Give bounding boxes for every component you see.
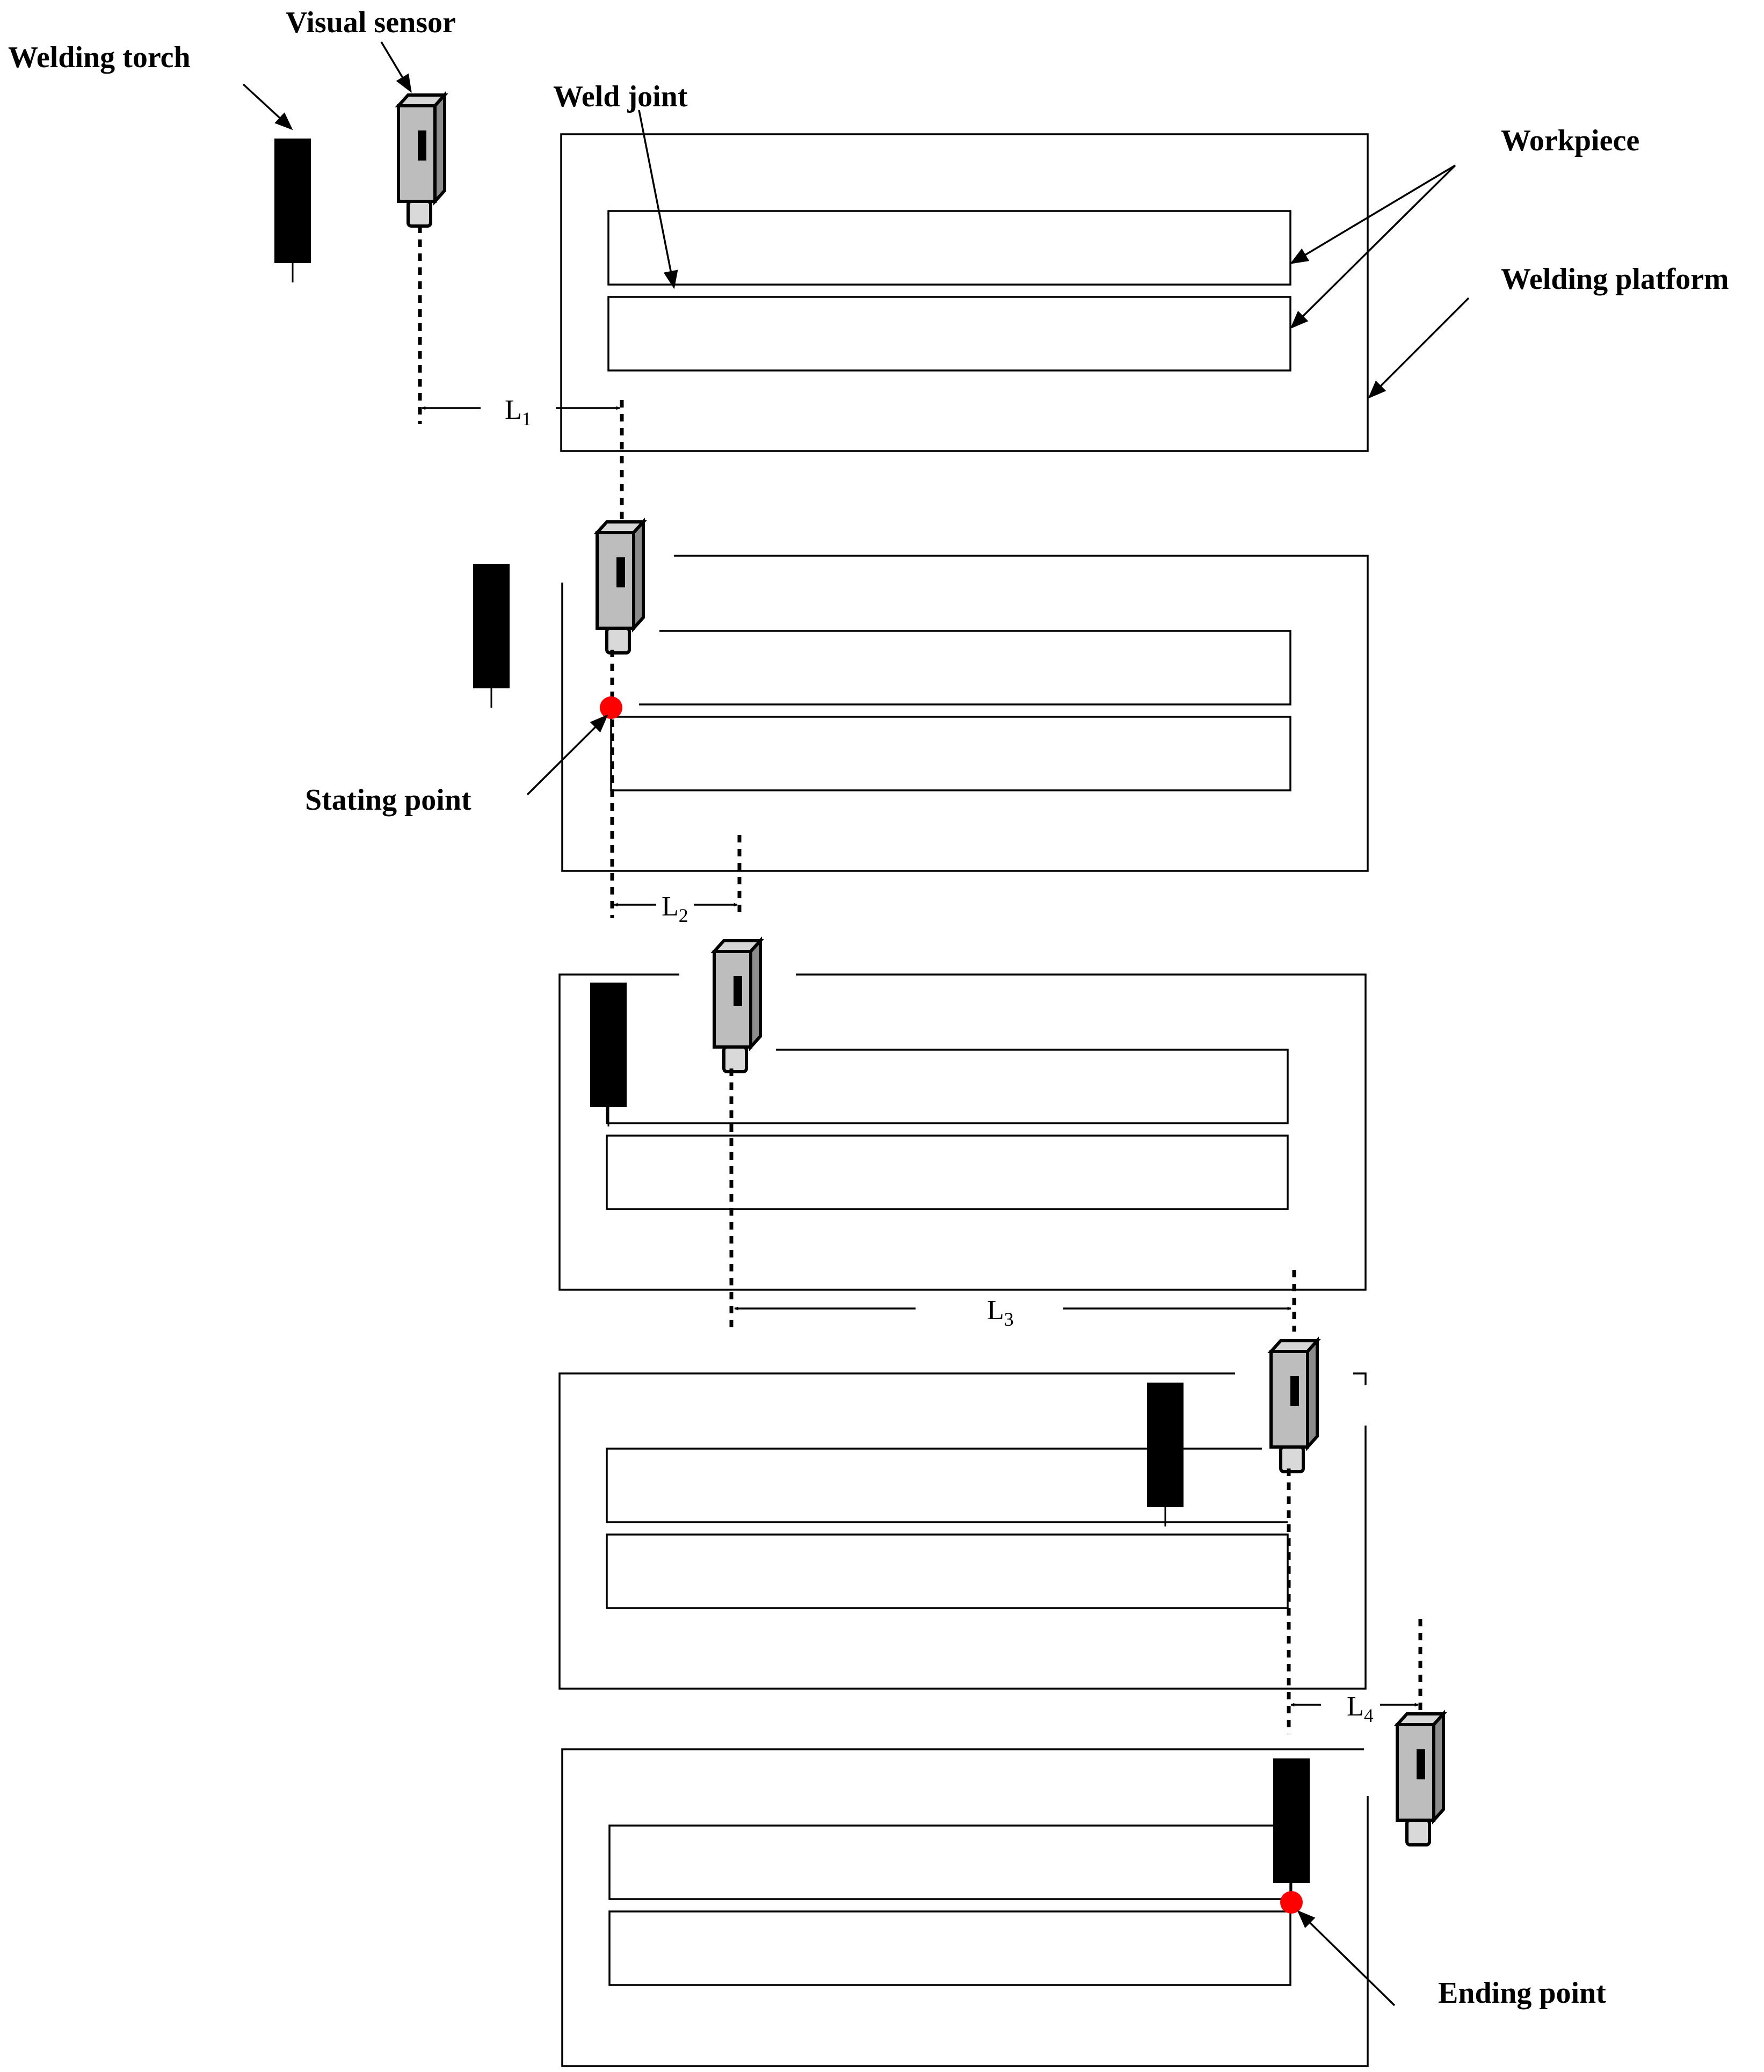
workpiece-label: Workpiece (1501, 124, 1639, 157)
welding-platform-5 (561, 1748, 1369, 2067)
workpiece-leader-arrow-b (1290, 164, 1456, 329)
l1-letter: L (505, 395, 522, 425)
dimension-l3: L3 (734, 1295, 1291, 1330)
torch-leader-arrow (242, 83, 293, 130)
workpiece-2a (639, 630, 1291, 706)
workpiece-4a (606, 1448, 1288, 1523)
svg-text:L2: L2 (662, 891, 688, 926)
visual-sensor-icon (597, 522, 643, 653)
svg-text:L1: L1 (505, 395, 532, 430)
l4-letter: L (1347, 1691, 1364, 1722)
weld-joint-leader-arrow (638, 110, 678, 289)
stage-4 (558, 1341, 1422, 1734)
weld-joint-label: Weld joint (553, 80, 688, 113)
welding-platform-4 (558, 1372, 1367, 1690)
workpiece-5a (608, 1824, 1291, 1900)
welding-torch-label: Welding torch (8, 41, 191, 74)
workpiece-5b (608, 1910, 1291, 1986)
welding-torch-icon (589, 982, 628, 1128)
platform-leader-arrow (1368, 297, 1470, 399)
starting-point-marker (600, 696, 622, 719)
sensor-leader-arrow (380, 41, 412, 93)
workpiece-leader-arrow-a (1290, 164, 1456, 264)
ending-point-label: Ending point (1438, 1976, 1606, 2010)
l2-subscript: 2 (679, 905, 688, 926)
l1-subscript: 1 (522, 408, 532, 430)
stage-1 (273, 95, 1369, 524)
dimension-l1: L1 (422, 395, 620, 430)
welding-torch-icon (1272, 1757, 1311, 1903)
visual-sensor-icon (1397, 1714, 1443, 1845)
visual-sensor-icon (714, 941, 760, 1072)
l3-letter: L (987, 1295, 1004, 1326)
stage-3 (558, 941, 1367, 1332)
dimension-l2: L2 (614, 891, 738, 926)
welding-torch-icon (1146, 1382, 1185, 1528)
stage-5 (561, 1714, 1443, 2067)
workpiece-1b (607, 296, 1291, 372)
svg-text:L3: L3 (987, 1295, 1014, 1330)
workpiece-3a (606, 1049, 1289, 1124)
ending-point-leader-arrow (1297, 1910, 1396, 2006)
workpiece-4b (606, 1533, 1289, 1609)
l2-letter: L (662, 891, 679, 922)
visual-sensor-icon (398, 95, 445, 226)
dimension-l4: L4 (1290, 1691, 1419, 1726)
stage-2 (472, 522, 1369, 918)
starting-point-leader-arrow (526, 714, 608, 796)
svg-text:L4: L4 (1347, 1691, 1374, 1726)
visual-sensor-label: Visual sensor (286, 6, 456, 39)
ending-point-marker (1280, 1891, 1303, 1914)
welding-platform-1 (560, 133, 1369, 452)
visual-sensor-icon (1271, 1341, 1317, 1472)
workpiece-3b (606, 1135, 1289, 1210)
workpiece-2b (610, 716, 1291, 791)
workpiece-1a (607, 210, 1291, 286)
starting-point-label: Stating point (305, 783, 471, 817)
welding-torch-icon (273, 137, 312, 283)
l3-subscript: 3 (1004, 1308, 1014, 1330)
welding-platform-3 (558, 973, 1367, 1291)
welding-platform-label: Welding platform (1501, 263, 1729, 296)
l4-subscript: 4 (1364, 1705, 1374, 1726)
welding-torch-icon (472, 563, 511, 709)
welding-platform-2 (561, 555, 1369, 872)
